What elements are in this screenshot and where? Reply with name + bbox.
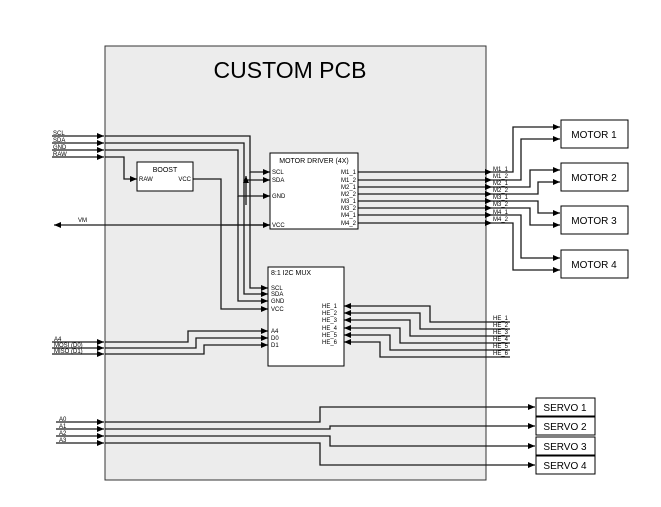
motor-wiring: M1_1 M1_2 M2_1 M2_2 M3_1 M3_2 M4_1 M4_2: [358, 124, 560, 273]
boost-pin-vcc: VCC: [178, 177, 191, 183]
motor-2-box: [560, 162, 629, 192]
motor-1-box: [560, 119, 629, 149]
md-pin-in: VCC: [272, 223, 285, 229]
left-analog-signals: A0 A1 A2 A3: [56, 417, 104, 446]
servo-4-box: [535, 455, 596, 475]
signal-label: SCL: [53, 131, 65, 137]
i2c-mux-block: 8:1 I2C MUX SCL SDA GND VCC A4 D0 D1 HE_…: [267, 266, 345, 367]
mux-pin-out: HE_6: [322, 340, 338, 346]
signal-label: A2: [59, 431, 67, 437]
motor-driver-block: MOTOR DRIVER (4X) SCL SDA GND VCC M1_1 M…: [269, 152, 359, 230]
md-pin-in: GND: [272, 194, 286, 200]
he-wiring: HE_1 HE_2 HE_3 HE_4 HE_5 HE_6: [344, 303, 510, 358]
motor-1-label: MOTOR 1: [571, 130, 617, 141]
md-pin-out: M1_2: [341, 178, 357, 184]
pcb-board: [104, 45, 487, 481]
mux-pin-in: GND: [271, 299, 285, 305]
signal-label: A1: [59, 424, 67, 430]
md-pin-out: M3_2: [341, 206, 357, 212]
he-wire-label: HE_1: [493, 316, 509, 322]
boost-pin-raw: RAW: [139, 177, 153, 183]
boost-block: BOOST RAW VCC: [136, 161, 194, 192]
left-spi-signals: A4 MOSI (D0) MISO (D1): [52, 337, 104, 357]
he-wire-label: HE_3: [493, 330, 509, 336]
mux-pin-out: HE_1: [322, 304, 338, 310]
motor-wire-label: M3_2: [493, 202, 509, 208]
motor-wire-label: M4_2: [493, 217, 509, 223]
motor-4-label: MOTOR 4: [571, 260, 617, 271]
servo-boxes: SERVO 1 SERVO 2 SERVO 3 SERVO 4: [535, 397, 596, 475]
servo-1-box: [535, 397, 596, 417]
md-pin-out: M2_2: [341, 192, 357, 198]
signal-label: A4: [54, 337, 62, 343]
left-power-signals: SCL SDA GND RAW: [52, 131, 104, 160]
he-wire-label: HE_5: [493, 344, 509, 350]
mux-pin-in: D0: [271, 336, 279, 342]
motor-driver-title: MOTOR DRIVER (4X): [279, 158, 349, 165]
mux-pin-in: D1: [271, 343, 279, 349]
mux-pin-in: VCC: [271, 307, 284, 313]
md-pin-in: SDA: [272, 178, 284, 184]
he-wire-label: HE_4: [493, 337, 509, 343]
signal-label: A0: [59, 417, 67, 423]
motor-wire-label: M2_1: [493, 181, 509, 187]
he-wire-label: HE_6: [493, 351, 509, 357]
servo-3-label: SERVO 3: [543, 442, 587, 453]
mux-pin-out: HE_3: [322, 318, 338, 324]
signal-label-vm: VM: [78, 218, 87, 224]
md-pin-out: M4_2: [341, 221, 357, 227]
motor-2-label: MOTOR 2: [571, 173, 617, 184]
he-wire-label: HE_2: [493, 323, 509, 329]
motor-wire-label: M1_1: [493, 167, 509, 173]
md-pin-out: M4_1: [341, 213, 357, 219]
servo-3-box: [535, 436, 596, 456]
servo-2-label: SERVO 2: [543, 422, 587, 433]
mux-pin-in: SDA: [271, 292, 283, 298]
motor-wire-label: M1_2: [493, 174, 509, 180]
motor-boxes: MOTOR 1 MOTOR 2 MOTOR 3 MOTOR 4: [560, 119, 629, 279]
motor-3-box: [560, 205, 629, 235]
md-pin-out: M3_1: [341, 199, 357, 205]
signal-label: A3: [59, 438, 67, 444]
servo-1-label: SERVO 1: [543, 403, 587, 414]
signal-label: GND: [53, 145, 67, 151]
motor-wire-label: M3_1: [493, 195, 509, 201]
internal-wiring: [105, 135, 535, 468]
signal-label: MOSI (D0): [54, 343, 83, 349]
md-pin-out: M1_1: [341, 170, 357, 176]
pcb-title: CUSTOM PCB: [214, 57, 367, 83]
signal-label: SDA: [53, 138, 65, 144]
motor-wire-label: M4_1: [493, 210, 509, 216]
boost-title: BOOST: [153, 167, 178, 174]
md-pin-out: M2_1: [341, 185, 357, 191]
servo-2-box: [535, 416, 596, 436]
mux-pin-in: A4: [271, 329, 279, 335]
servo-4-label: SERVO 4: [543, 461, 587, 472]
mux-title: 8:1 I2C MUX: [271, 270, 311, 277]
mux-pin-out: HE_2: [322, 311, 338, 317]
motor-wire-label: M2_2: [493, 188, 509, 194]
md-pin-in: SCL: [272, 170, 284, 176]
signal-label: MISO (D1): [54, 349, 83, 355]
mux-pin-out: HE_5: [322, 333, 338, 339]
mux-pin-out: HE_4: [322, 326, 338, 332]
mux-pin-in: SCL: [271, 286, 283, 292]
motor-4-box: [560, 249, 629, 279]
motor-3-label: MOTOR 3: [571, 216, 617, 227]
signal-label: RAW: [53, 152, 67, 158]
